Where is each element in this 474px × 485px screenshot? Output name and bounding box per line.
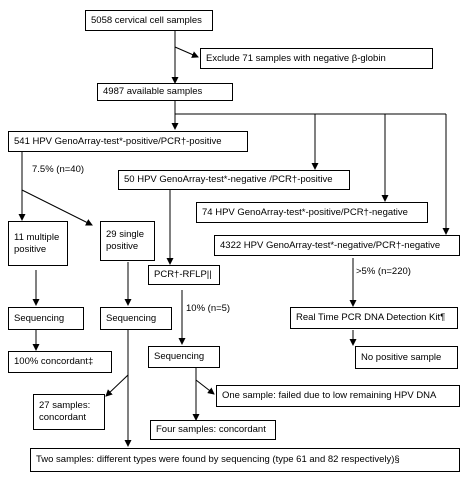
box-11-multiple-text: 11 multiple positive: [14, 231, 60, 255]
box-realtime-pcr: Real Time PCR DNA Detection Kit¶: [290, 307, 458, 329]
label-5-percent: >5% (n=220): [356, 266, 411, 277]
label-10-percent: 10% (n=5): [186, 303, 231, 314]
box-total-samples: 5058 cervical cell samples: [85, 10, 213, 31]
box-sequencing-2: Sequencing: [100, 307, 172, 330]
box-100-concordant: 100% concordant‡: [8, 351, 112, 373]
box-four-concordant: Four samples: concordant: [150, 420, 276, 440]
box-74: 74 HPV GenoArray-test*-positive/PCR†-neg…: [196, 202, 428, 223]
box-exclude: Exclude 71 samples with negative β-globi…: [200, 48, 433, 69]
box-50-text: 50 HPV GenoArray-test*-negative /PCR†-po…: [124, 174, 333, 185]
box-11-multiple: 11 multiple positive: [8, 221, 68, 266]
box-exclude-text: Exclude 71 samples with negative β-globi…: [206, 52, 386, 64]
arrow-seq-to-one: [195, 379, 215, 395]
box-one-failed-text: One sample: failed due to low remaining …: [222, 390, 437, 401]
box-27-concordant: 27 samples: concordant: [33, 394, 105, 430]
box-sequencing-3: Sequencing: [148, 346, 220, 368]
box-27-concordant-text: 27 samples: concordant: [39, 400, 91, 423]
box-sequencing-2-text: Sequencing: [106, 312, 157, 324]
box-two-different: Two samples: different types were found …: [30, 448, 460, 472]
label-7-5-percent: 7.5% (n=40): [32, 164, 85, 175]
box-pcr-rflp: PCR†-RFLP||: [148, 265, 220, 285]
box-4322-text: 4322 HPV GenoArray-test*-negative/PCR†-n…: [220, 239, 441, 251]
box-no-positive: No positive sample: [355, 346, 458, 369]
box-realtime-pcr-text: Real Time PCR DNA Detection Kit¶: [296, 312, 446, 323]
box-sequencing-1-text: Sequencing: [14, 312, 65, 324]
box-available: 4987 available samples: [97, 83, 233, 101]
box-no-positive-text: No positive sample: [361, 351, 442, 363]
box-sequencing-3-text: Sequencing: [154, 351, 205, 362]
box-four-concordant-text: Four samples: concordant: [156, 424, 266, 435]
box-29-single: 29 single positive: [100, 221, 155, 261]
box-available-text: 4987 available samples: [103, 86, 203, 97]
box-541-text: 541 HPV GenoArray-test*-positive/PCR†-po…: [14, 135, 222, 147]
box-total-samples-text: 5058 cervical cell samples: [91, 14, 202, 26]
arrow-seq-to-27: [105, 374, 129, 397]
arrow-541-to-29: [21, 189, 93, 226]
arrow-to-exclude: [174, 46, 199, 58]
box-74-text: 74 HPV GenoArray-test*-positive/PCR†-neg…: [202, 206, 408, 218]
box-4322: 4322 HPV GenoArray-test*-negative/PCR†-n…: [214, 235, 460, 256]
box-one-failed: One sample: failed due to low remaining …: [216, 385, 460, 407]
box-pcr-rflp-text: PCR†-RFLP||: [154, 269, 212, 280]
box-29-single-text: 29 single positive: [106, 229, 145, 252]
box-50: 50 HPV GenoArray-test*-negative /PCR†-po…: [118, 170, 350, 190]
box-100-concordant-text: 100% concordant‡: [14, 356, 94, 367]
box-541: 541 HPV GenoArray-test*-positive/PCR†-po…: [8, 131, 248, 152]
box-two-different-text: Two samples: different types were found …: [36, 454, 400, 465]
box-sequencing-1: Sequencing: [8, 307, 84, 330]
